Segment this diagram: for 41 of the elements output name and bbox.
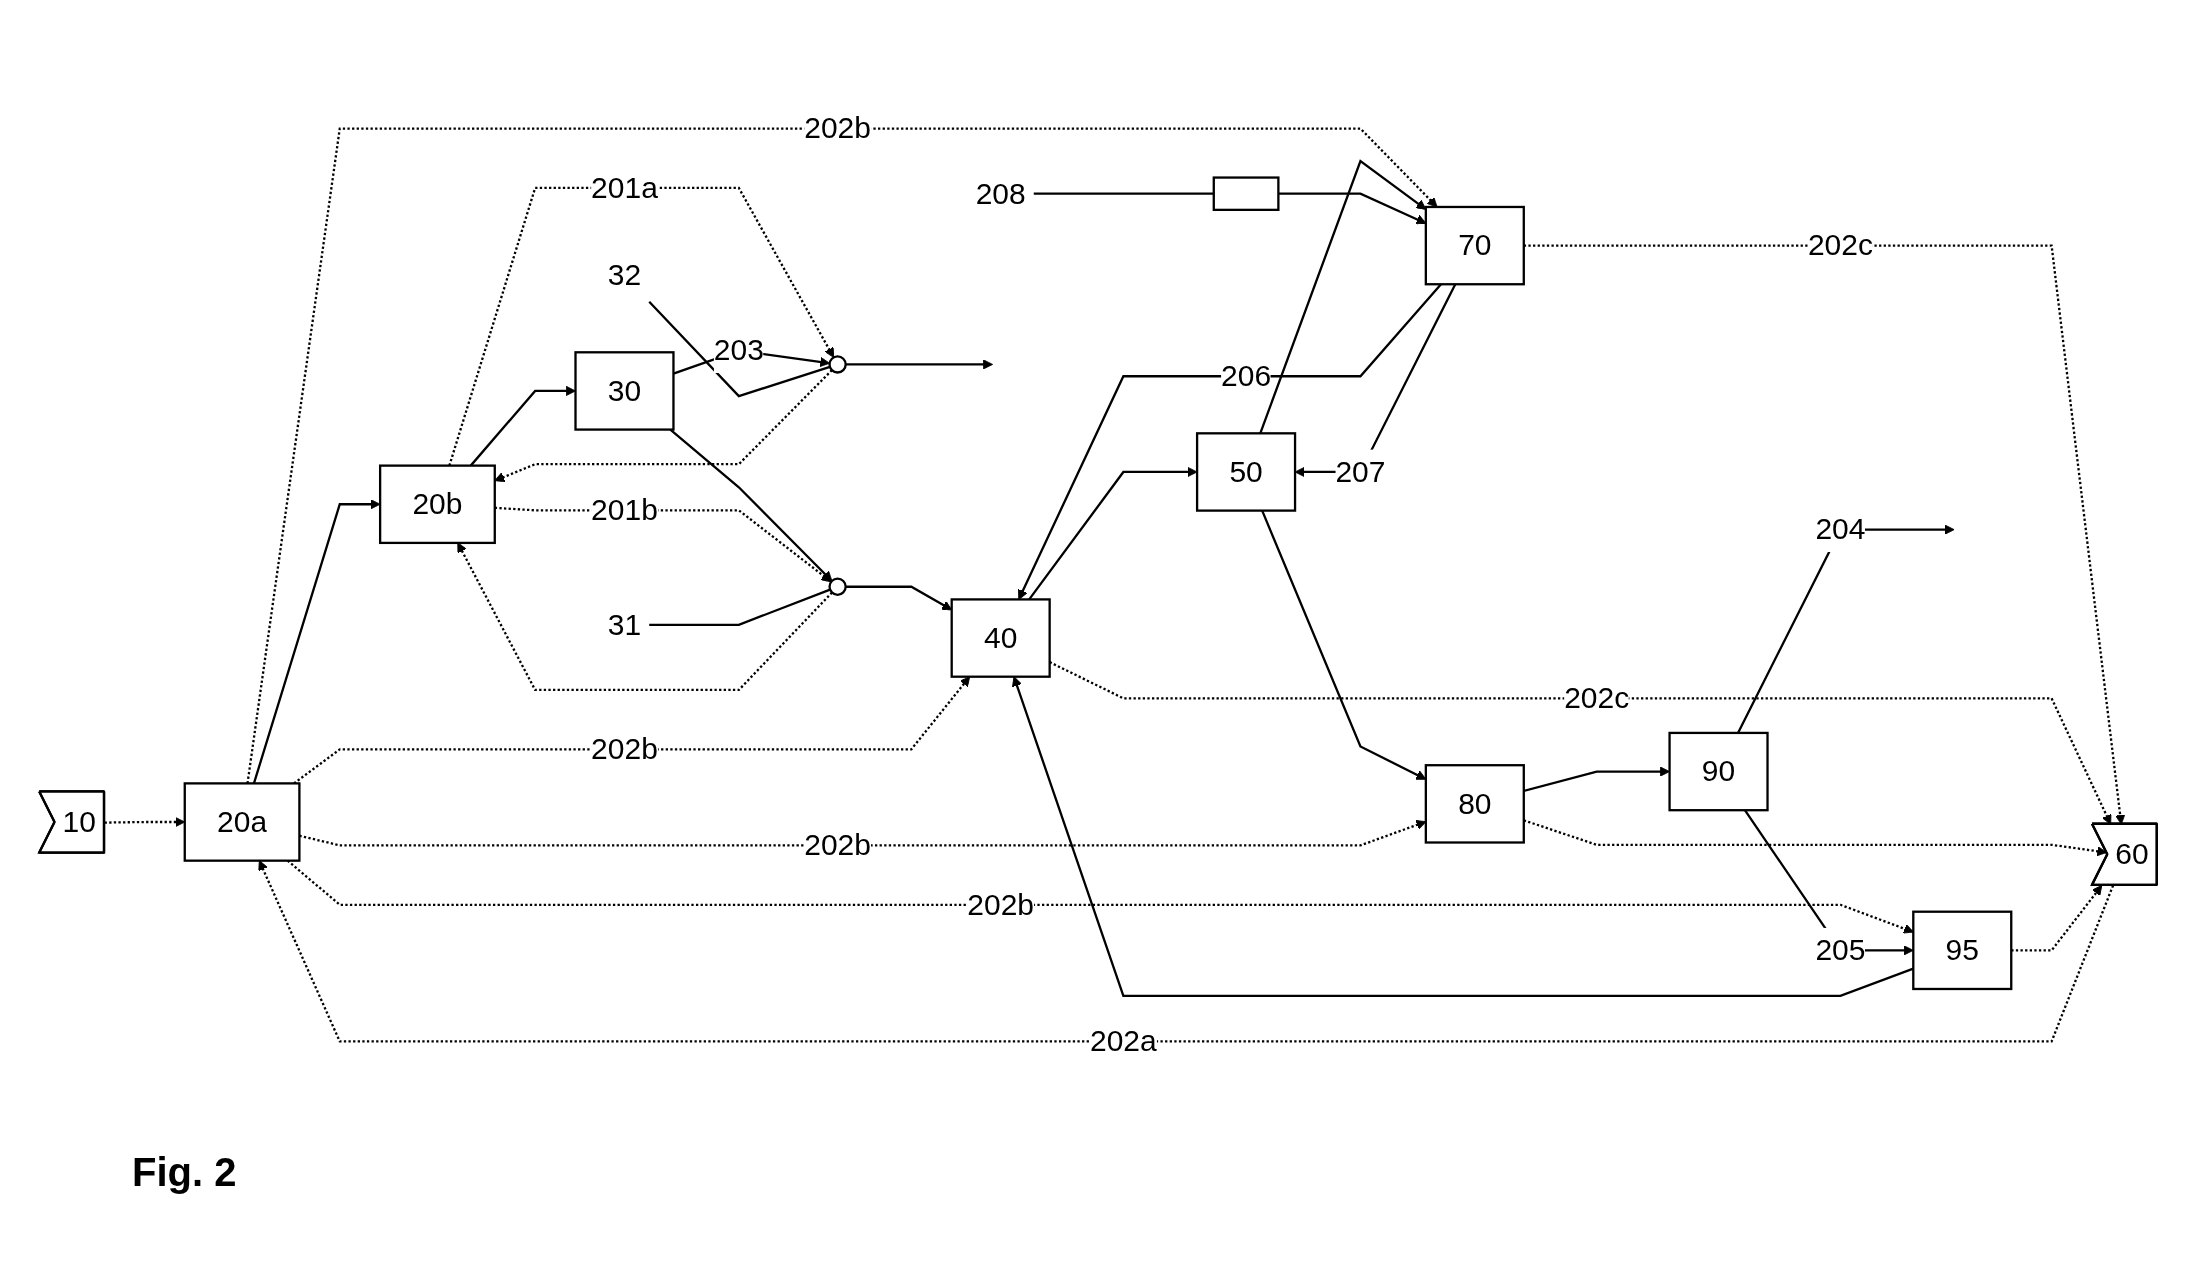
node-text: 31 — [607, 606, 642, 642]
node-box: 70 — [1424, 205, 1525, 286]
edge-label: 203 — [713, 332, 764, 368]
node-text: 208 — [975, 175, 1026, 211]
node-box: 50 — [1195, 432, 1297, 512]
arrow — [457, 542, 833, 692]
edge-label: 201b — [591, 492, 658, 528]
node-box: 95 — [1912, 910, 2013, 991]
arrow — [252, 499, 381, 784]
edge-label: 201a — [591, 170, 658, 205]
edge-label: 207 — [1335, 454, 1386, 489]
node-box: 40 — [950, 598, 1051, 678]
arrow — [1259, 159, 1427, 434]
edge-label: 202b — [591, 731, 658, 767]
node-box: 80 — [1424, 764, 1525, 844]
edge-label: 202a — [1090, 1023, 1157, 1059]
node-box: 20b — [378, 464, 496, 545]
node-circle — [828, 355, 847, 374]
node-bar — [1212, 176, 1280, 211]
edge-label: 202b — [967, 886, 1035, 922]
edge-label: 202c — [1564, 680, 1630, 716]
figure-caption: Fig. 2 — [132, 1150, 237, 1195]
edge-label: 202b — [804, 827, 871, 863]
node-box: 90 — [1668, 731, 1769, 812]
edge-label: 205 — [1815, 932, 1866, 968]
arrow — [448, 186, 835, 466]
arrow — [669, 428, 833, 582]
connector — [1033, 192, 1214, 195]
edge-label: 206 — [1221, 358, 1272, 393]
edge-label: 202b — [804, 110, 871, 146]
arrow — [845, 359, 994, 370]
edge-label: 204 — [1815, 511, 1866, 547]
arrow — [494, 369, 833, 482]
edge-label: 202c — [1807, 227, 1873, 263]
connector — [649, 588, 831, 626]
node-box: 30 — [574, 351, 675, 431]
node-text: 32 — [607, 257, 642, 293]
arrow — [246, 127, 1438, 784]
node-box: 20a — [183, 782, 301, 862]
node-circle — [828, 577, 847, 596]
arrow — [258, 860, 2115, 1043]
